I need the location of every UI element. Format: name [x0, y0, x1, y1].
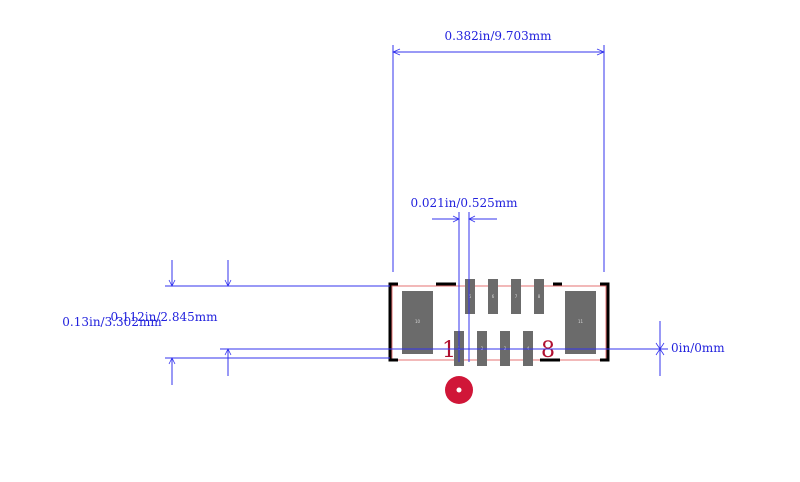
top-pad	[465, 279, 475, 314]
pad-width-label: 0.021in/0.525mm	[410, 196, 518, 210]
pin-marker-last: 8	[541, 338, 555, 363]
side-pad-right-label: 11	[578, 319, 584, 324]
silkscreen-outline	[388, 282, 610, 362]
pad-width-dimension	[432, 212, 497, 362]
top-pad-label: 6	[492, 294, 495, 299]
top-pad-label: 5	[469, 294, 472, 299]
body-height-label: 0.112in/2.845mm	[110, 310, 218, 324]
side-pad-left-label: 10	[415, 319, 421, 324]
origin-offset-dimension	[610, 321, 668, 376]
overall-width-dimension	[391, 45, 606, 272]
courtyard-outline	[391, 285, 607, 361]
pin-marker-first: 1	[442, 338, 456, 363]
top-pad	[488, 279, 498, 314]
top-pad	[534, 279, 544, 314]
side-pad-right	[565, 291, 596, 354]
overall-height-label: 0.13in/3.302mm	[62, 315, 162, 329]
overall-width-label: 0.382in/9.703mm	[444, 29, 552, 43]
origin-offset-label: 0in/0mm	[671, 341, 725, 355]
top-pad-label: 7	[515, 294, 518, 299]
body-height-dimension	[220, 260, 610, 376]
overall-height-dimension	[165, 260, 390, 385]
side-pad-left	[402, 291, 433, 354]
top-pad	[511, 279, 521, 314]
top-pad-label: 8	[538, 294, 541, 299]
